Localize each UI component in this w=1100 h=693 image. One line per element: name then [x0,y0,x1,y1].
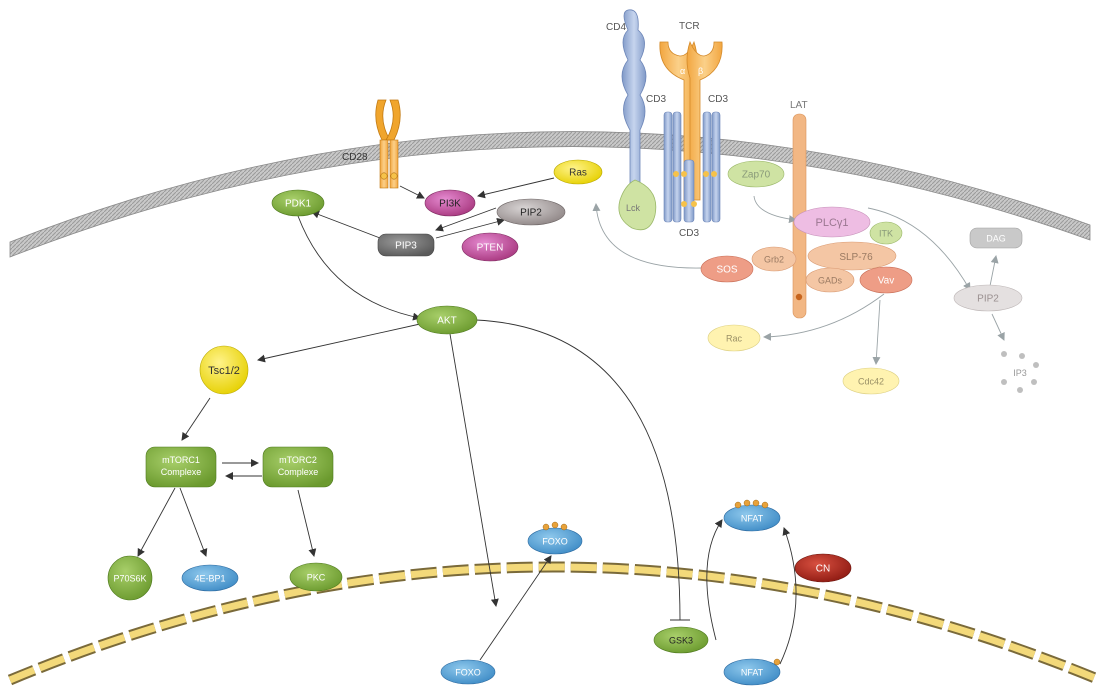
cn-node [794,553,852,583]
foxo-phospho-sites [542,521,568,531]
pi3k-node [424,189,476,217]
pdk1-node [271,189,325,217]
nfat-top-node [723,504,781,532]
mtorc2-node [262,446,334,488]
nfat-bottom-label: NFAT [741,668,764,678]
zap70-node [727,160,785,188]
tsc-label: Tsc1/2 [208,365,240,377]
cd4-receptor [618,9,657,231]
tcr-alpha-label: α [680,66,685,76]
pkc-label: PKC [307,573,326,583]
akt-node [416,305,478,335]
mtorc1-node [145,446,217,488]
mtorc1-label-line1: mTORC1 [162,455,200,465]
cn-label: CN [816,564,830,575]
tcr-beta-label: β [698,66,703,76]
vav-node [859,266,913,294]
pkc-node [289,562,343,592]
sos-label: SOS [716,265,737,276]
foxo-bottom-label: FOXO [455,668,481,678]
zap70-label: Zap70 [742,170,771,181]
gads-node [805,267,855,293]
nfat-bottom-phospho [773,658,781,666]
akt-label: AKT [437,316,456,327]
gsk3-node [653,626,709,654]
grb2-label: Grb2 [764,255,784,265]
pip2-left-node [496,198,566,226]
itk-label: ITK [879,229,893,239]
lck-label: Lck [626,203,641,213]
plcg1-label: PLCγ1 [815,217,848,229]
sos-node [700,255,754,283]
cd28-label: CD28 [342,152,368,163]
gsk3-label: GSK3 [669,636,693,646]
ras-node [553,159,603,185]
cdc42-label: Cdc42 [858,377,884,387]
p70s6k-label: P70S6K [113,574,146,584]
ip3-label: IP3 [1013,368,1027,378]
rac-label: Rac [726,334,743,344]
cd3-right-label: CD3 [708,94,728,105]
vav-label: Vav [878,276,895,287]
itk-node [869,221,903,245]
foxo-bottom-node [440,659,496,685]
tcr-label: TCR [679,21,700,32]
pten-label: PTEN [477,243,504,254]
cd28-receptor [375,99,401,189]
pathway-edges [137,177,797,665]
pip3-node [377,233,435,257]
nfat-phospho-sites [734,499,769,509]
pip2-right-node [953,284,1023,312]
ip3-molecules [1001,351,1039,393]
slp76-label: SLP-76 [839,252,873,263]
plcg1-node [793,206,871,238]
pdk1-label: PDK1 [285,199,312,210]
lat-label: LAT [790,100,808,111]
slp76-node [807,241,897,271]
cd3-bottom-label: CD3 [679,228,699,239]
dag-node [969,227,1023,249]
pi3k-label: PI3K [439,199,461,210]
cd3-left-label: CD3 [646,94,666,105]
ebp1-node [181,564,239,592]
rac-node [707,324,761,352]
pten-node [461,232,519,262]
mtorc2-label-line1: mTORC2 [279,455,317,465]
pathway-edges-faded [592,195,1005,365]
ras-label: Ras [569,168,587,179]
pip2-right-label: PIP2 [977,294,999,305]
p70s6k-node [107,555,153,601]
cd4-label: CD4 [606,22,626,33]
mtorc2-label-line2: Complexe [278,467,319,477]
foxo-top-label: FOXO [542,537,568,547]
grb2-node [751,246,797,272]
cdc42-node [842,367,900,395]
nfat-top-label: NFAT [741,514,764,524]
mtorc1-label-line2: Complexe [161,467,202,477]
gads-label: GADs [818,276,843,286]
pip2-left-label: PIP2 [520,208,542,219]
tcr-receptor [659,40,723,223]
pip3-label: PIP3 [395,241,417,252]
tsc-node [199,345,249,395]
nfat-bottom-node [723,658,781,686]
ebp1-label: 4E-BP1 [194,574,225,584]
dag-label: DAG [986,234,1006,244]
plasma-membrane [9,131,1091,258]
